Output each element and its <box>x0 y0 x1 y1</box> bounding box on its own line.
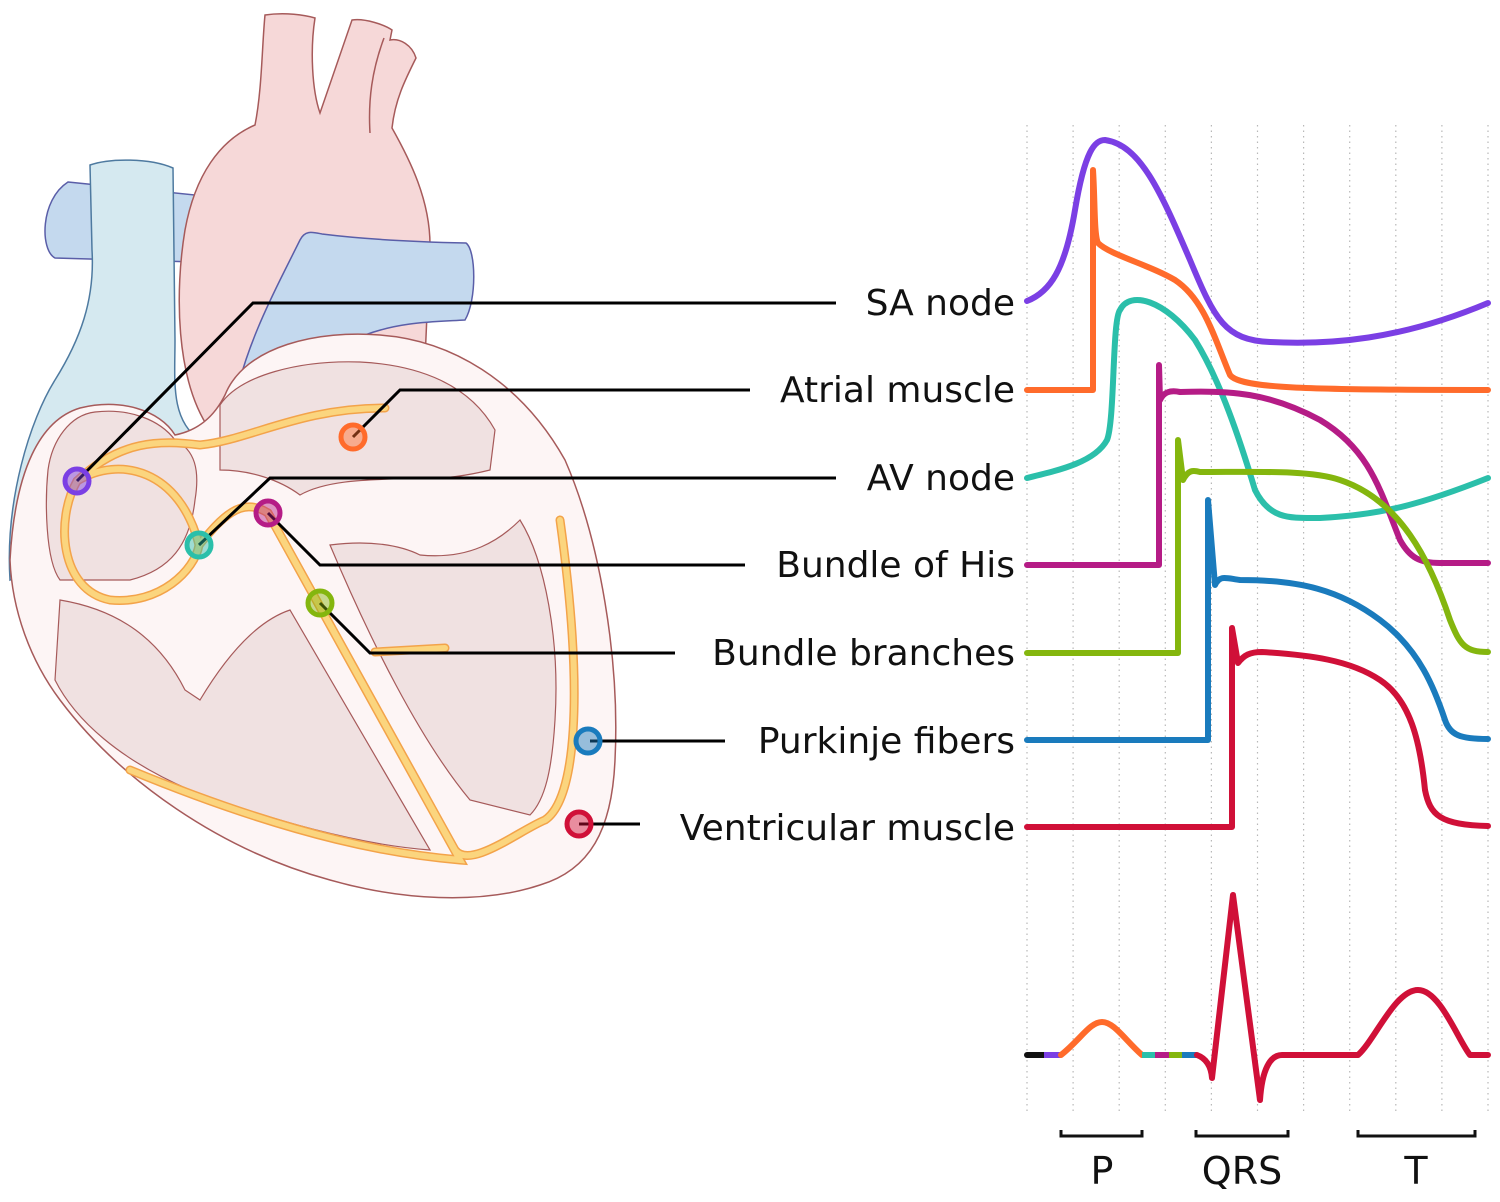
trace-bundle-of-his <box>1024 362 1491 568</box>
ecg-trace <box>1024 892 1491 1103</box>
leader-lines <box>75 301 836 826</box>
trace-av-node <box>1024 297 1491 522</box>
node-marker-bundle-branches <box>305 588 335 618</box>
time-gridlines <box>1026 125 1489 1115</box>
trace-ventricular-muscle <box>1024 625 1491 830</box>
bracket-p <box>1059 1130 1144 1138</box>
node-marker-sa-node <box>62 466 92 496</box>
trace-bundle-branches <box>1024 437 1491 656</box>
node-marker-purkinje-fibers <box>573 726 603 756</box>
bracket-t <box>1356 1130 1477 1138</box>
right-atrium <box>45 410 198 581</box>
node-marker-bundle-of-his <box>253 498 283 528</box>
node-marker-ventricular-muscle <box>564 809 594 839</box>
right-ventricle <box>54 599 432 851</box>
bracket-qrs <box>1194 1130 1290 1138</box>
node-markers <box>62 422 603 839</box>
leader-bundle-branches <box>318 601 675 655</box>
wave-label-t: T <box>1403 1149 1428 1193</box>
label-sa-node: SA node <box>866 283 1015 324</box>
label-bundle-branches: Bundle branches <box>712 633 1015 674</box>
ecg-p-wave <box>1058 1019 1145 1058</box>
action-potential-traces <box>1024 137 1491 830</box>
left-ventricle <box>329 519 557 816</box>
leader-bundle-of-his <box>266 511 745 567</box>
trace-sa-node <box>1024 137 1491 346</box>
trace-atrial-muscle <box>1024 167 1491 393</box>
leader-sa-node <box>75 301 836 483</box>
leader-av-node <box>197 476 836 547</box>
node-marker-av-node <box>184 530 214 560</box>
node-marker-atrial-muscle <box>338 422 368 452</box>
heart-illustration <box>8 13 836 899</box>
leader-atrial-muscle <box>351 388 750 439</box>
wave-label-qrs: QRS <box>1202 1149 1282 1193</box>
label-bundle-of-his: Bundle of His <box>776 545 1015 586</box>
ecg-qrs-t-complex <box>1194 892 1491 1103</box>
aorta-branch-line <box>368 37 385 134</box>
ecg-wave-brackets <box>1059 1130 1477 1138</box>
trace-purkinje-fibers <box>1024 497 1491 743</box>
label-av-node: AV node <box>867 458 1015 499</box>
label-ventricular-muscle: Ventricular muscle <box>680 808 1015 849</box>
wave-label-p: P <box>1091 1149 1114 1193</box>
label-purkinje-fibers: Purkinje fibers <box>758 721 1015 762</box>
structure-labels: SA node Atrial muscle AV node Bundle of … <box>680 283 1015 849</box>
label-atrial-muscle: Atrial muscle <box>780 370 1015 411</box>
